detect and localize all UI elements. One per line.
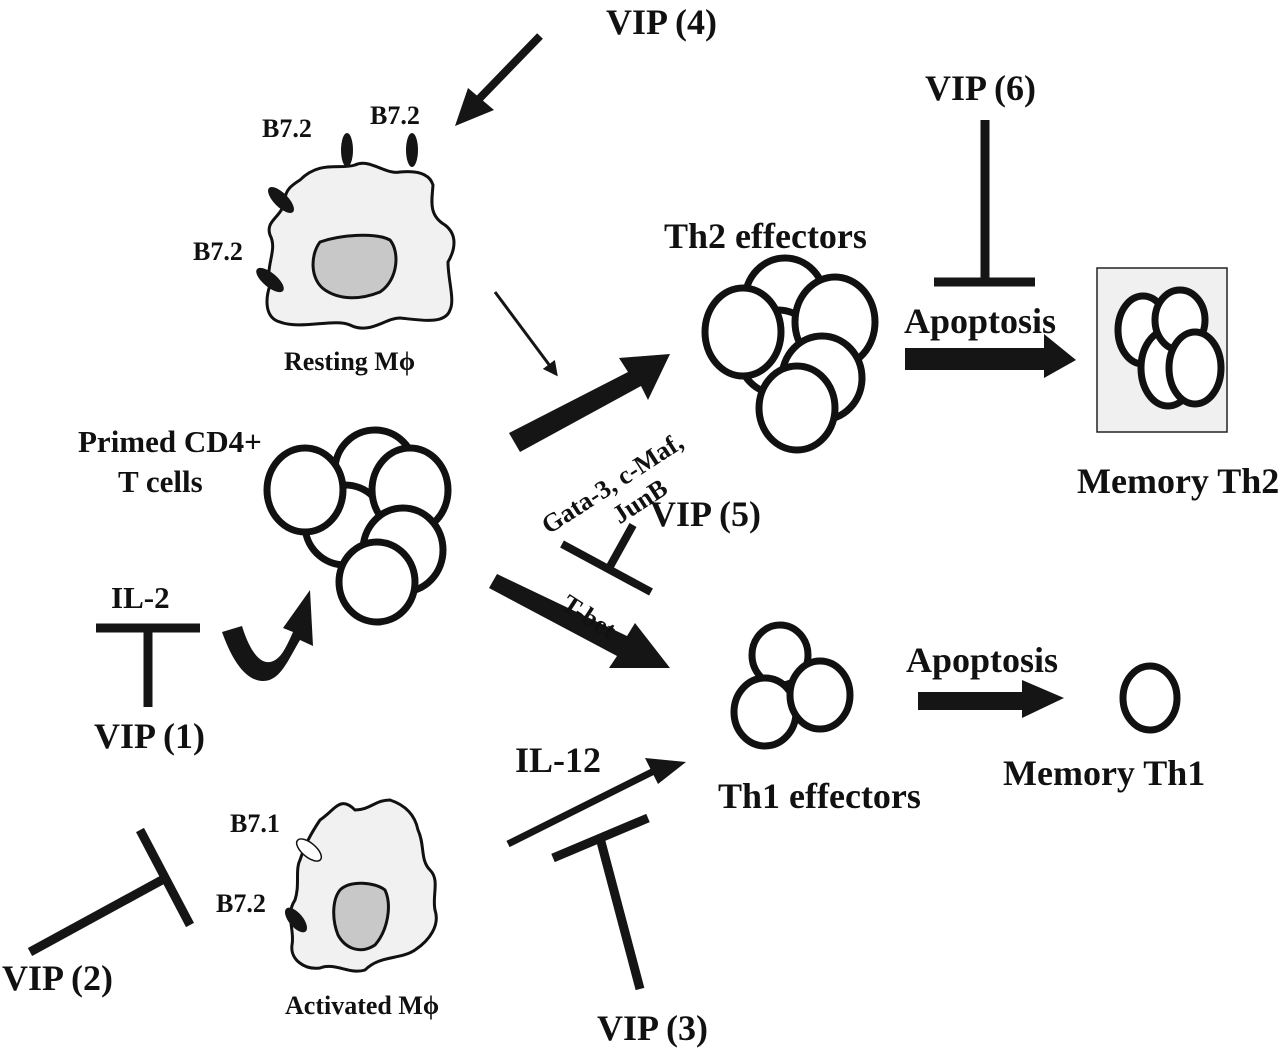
resting-macrophage-label: Resting Mϕ (284, 347, 415, 376)
b71-marker (295, 838, 323, 862)
vip1-inhibition-bar (96, 623, 200, 707)
b72-label-1: B7.2 (262, 114, 312, 143)
th2-effectors-cells (701, 254, 879, 454)
b72-marker-2 (406, 133, 418, 167)
vip3-label: VIP (3) (597, 1008, 708, 1048)
b72-activated-label: B7.2 (216, 889, 266, 918)
b71-label: B7.1 (230, 809, 280, 838)
resting-mac-arrow (493, 291, 558, 377)
th1-differentiation-arrow (489, 574, 670, 668)
b72-marker-activated (284, 907, 308, 933)
memory-th2-label: Memory Th2 (1077, 461, 1279, 501)
vip2-inhibition-bar (27, 827, 194, 956)
memory-th2-box (1096, 267, 1228, 433)
b72-marker-1 (341, 133, 353, 167)
apoptosis-th2-arrow (905, 334, 1076, 378)
vip1-label: VIP (1) (94, 716, 205, 756)
il2-curved-arrow (222, 590, 313, 682)
activated-macrophage-label: Activated Mϕ (285, 991, 439, 1020)
vip6-inhibition-bar (934, 120, 1035, 287)
vip6-label: VIP (6) (925, 68, 1036, 108)
vip2-label: VIP (2) (2, 958, 113, 998)
resting-macrophage (256, 133, 456, 330)
activated-macrophage (284, 798, 438, 973)
b72-marker-3 (268, 187, 294, 213)
b72-label-3: B7.2 (193, 237, 243, 266)
primed-cells-label-2: T cells (118, 464, 203, 499)
apoptosis-th1-arrow (918, 680, 1064, 718)
th1-effectors-label: Th1 effectors (718, 776, 921, 816)
th2-effectors-label: Th2 effectors (664, 216, 867, 256)
th1-effectors-cells (730, 621, 854, 750)
th2-differentiation-arrow (509, 354, 670, 452)
primed-cd4-t-cells (263, 426, 452, 626)
vip5-label: VIP (5) (650, 494, 761, 534)
memory-th1-label: Memory Th1 (1003, 753, 1205, 793)
apoptosis-th1-label: Apoptosis (906, 640, 1058, 680)
apoptosis-th2-label: Apoptosis (904, 301, 1056, 341)
il12-arrow (506, 758, 686, 848)
b72-marker-4 (256, 267, 284, 293)
vip3-inhibition-bar (551, 813, 650, 991)
primed-cells-label-1: Primed CD4+ (78, 424, 262, 459)
vip4-label: VIP (4) (606, 2, 717, 42)
il12-label: IL-12 (515, 740, 601, 780)
memory-th1-cell (1119, 662, 1181, 734)
vip5-inhibition-bar (560, 523, 653, 596)
il2-label: IL-2 (111, 580, 170, 615)
b72-label-2: B7.2 (370, 101, 420, 130)
vip4-arrow (455, 33, 543, 126)
